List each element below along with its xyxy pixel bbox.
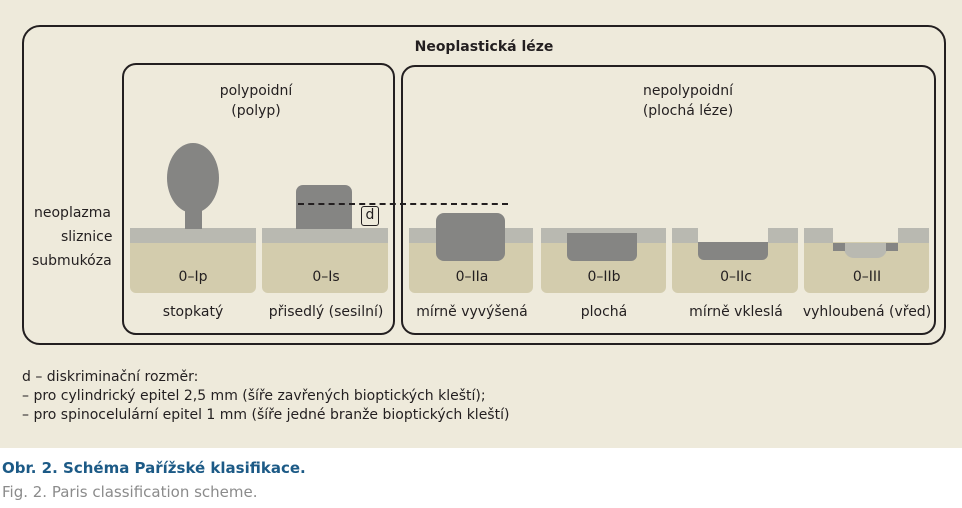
type-name: mírně vyvýšená	[416, 304, 528, 320]
nonpolypoid-label: nepolypoidní	[642, 83, 734, 99]
discriminant-line	[298, 203, 508, 205]
caption-english: Fig. 2. Paris classification scheme.	[2, 483, 258, 501]
nonpolypoid-sublabel: (plochá léze)	[642, 103, 734, 119]
ulcer-edge-left	[833, 243, 845, 251]
type-code: 0–IIc	[720, 269, 752, 285]
elevated-lesion	[436, 213, 505, 261]
type-code: 0–Ip	[178, 269, 208, 285]
mucosa-layer-left	[672, 228, 698, 243]
type-name: plochá	[580, 304, 628, 320]
submucosa-layer	[130, 242, 256, 293]
ulcer-crater	[844, 243, 887, 258]
mucosa-layer-left	[804, 228, 833, 243]
mucosa-layer-right	[768, 228, 798, 243]
legend-line-1: d – diskriminační rozměr:	[22, 369, 199, 385]
side-label-neoplasm: neoplazma	[34, 205, 111, 221]
type-code: 0–Is	[312, 269, 340, 285]
legend-line-2: – pro cylindrický epitel 2,5 mm (šíře za…	[22, 388, 486, 404]
type-name: stopkatý	[162, 304, 224, 320]
ulcer-edge-right	[886, 243, 898, 251]
nonpolypoid-box	[401, 65, 936, 335]
sessile-lesion	[296, 185, 352, 229]
mucosa-layer	[130, 228, 256, 243]
type-code: 0–IIb	[587, 269, 621, 285]
discriminant-box: d	[361, 206, 379, 226]
submucosa-layer	[262, 242, 388, 293]
type-name: vyhloubená (vřed)	[802, 304, 932, 320]
side-label-submucosa: submukóza	[32, 253, 112, 269]
polypoid-label: polypoidní	[219, 83, 293, 99]
polypoid-sublabel: (polyp)	[231, 103, 281, 119]
depressed-lesion	[698, 242, 768, 260]
mucosa-layer	[262, 228, 388, 243]
neoplastic-lesion-box	[22, 25, 946, 345]
type-name: mírně vkleslá	[689, 304, 783, 320]
polyp-head	[167, 143, 219, 213]
type-code: 0–III	[852, 269, 882, 285]
caption-czech: Obr. 2. Schéma Pařížské klasifikace.	[2, 459, 306, 477]
side-label-mucosa: sliznice	[61, 229, 113, 245]
type-code: 0–IIa	[455, 269, 489, 285]
polypoid-box	[122, 63, 395, 335]
mucosa-layer-right	[898, 228, 929, 243]
type-name: přisedlý (sesilní)	[268, 304, 384, 320]
diagram-title: Neoplastická léze	[414, 39, 554, 55]
legend-line-3: – pro spinocelulární epitel 1 mm (šíře j…	[22, 407, 510, 423]
flat-lesion	[567, 233, 637, 261]
diagram-panel: Neoplastická léze polypoidní (polyp) nep…	[0, 0, 962, 448]
polyp-stalk	[185, 205, 202, 229]
